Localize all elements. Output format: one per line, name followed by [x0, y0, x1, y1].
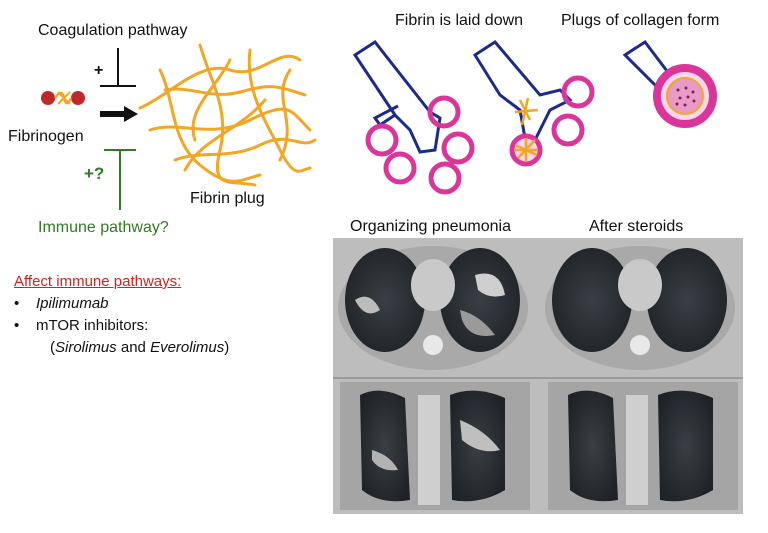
coagulation-plus-sign: +	[94, 62, 104, 79]
immune-plus-question: +?	[84, 164, 105, 183]
coagulation-pathway-label: Coagulation pathway	[38, 22, 188, 39]
immune-pathway-arrow	[104, 149, 136, 210]
fibrin-plug-label: Fibrin plug	[190, 190, 265, 207]
fibrinogen-label: Fibrinogen	[8, 128, 84, 145]
mtor-inhibitors-text: mTOR inhibitors:	[36, 317, 149, 334]
everolimus-text: Everolimus	[150, 339, 225, 356]
list-item: •mTOR inhibitors:	[14, 315, 229, 337]
coagulation-arrow	[100, 48, 136, 87]
and-text: and	[116, 339, 151, 356]
airway-diagram-3	[622, 39, 717, 128]
immune-list-heading: Affect immune pathways:	[14, 273, 182, 290]
fibrin-mesh	[138, 43, 317, 187]
fibrinogen-molecule	[41, 91, 85, 105]
ct-coronal-after	[548, 382, 738, 510]
paren-close: )	[224, 339, 230, 356]
fibrin-laid-down-label: Fibrin is laid down	[395, 12, 524, 29]
conversion-arrow	[100, 106, 138, 122]
sirolimus-text: Sirolimus	[55, 339, 117, 356]
immune-pathway-label: Immune pathway?	[38, 219, 169, 236]
immune-list: •Ipilimumab •mTOR inhibitors: (Sirolimus…	[14, 293, 229, 359]
ct-coronal-before	[340, 382, 530, 510]
list-item: (Sirolimus and Everolimus)	[14, 337, 229, 359]
paren-open: (	[50, 339, 55, 356]
list-item: •Ipilimumab	[14, 293, 229, 315]
plugs-collagen-label: Plugs of collagen form	[561, 12, 720, 29]
ct-axial-after	[545, 246, 735, 370]
airway-diagram-2	[472, 40, 595, 167]
ipilimumab-text: Ipilimumab	[36, 295, 109, 312]
organizing-pneumonia-label: Organizing pneumonia	[350, 218, 511, 235]
ct-axial-before	[338, 246, 528, 370]
airway-diagram-1	[352, 39, 475, 195]
after-steroids-label: After steroids	[589, 218, 684, 235]
